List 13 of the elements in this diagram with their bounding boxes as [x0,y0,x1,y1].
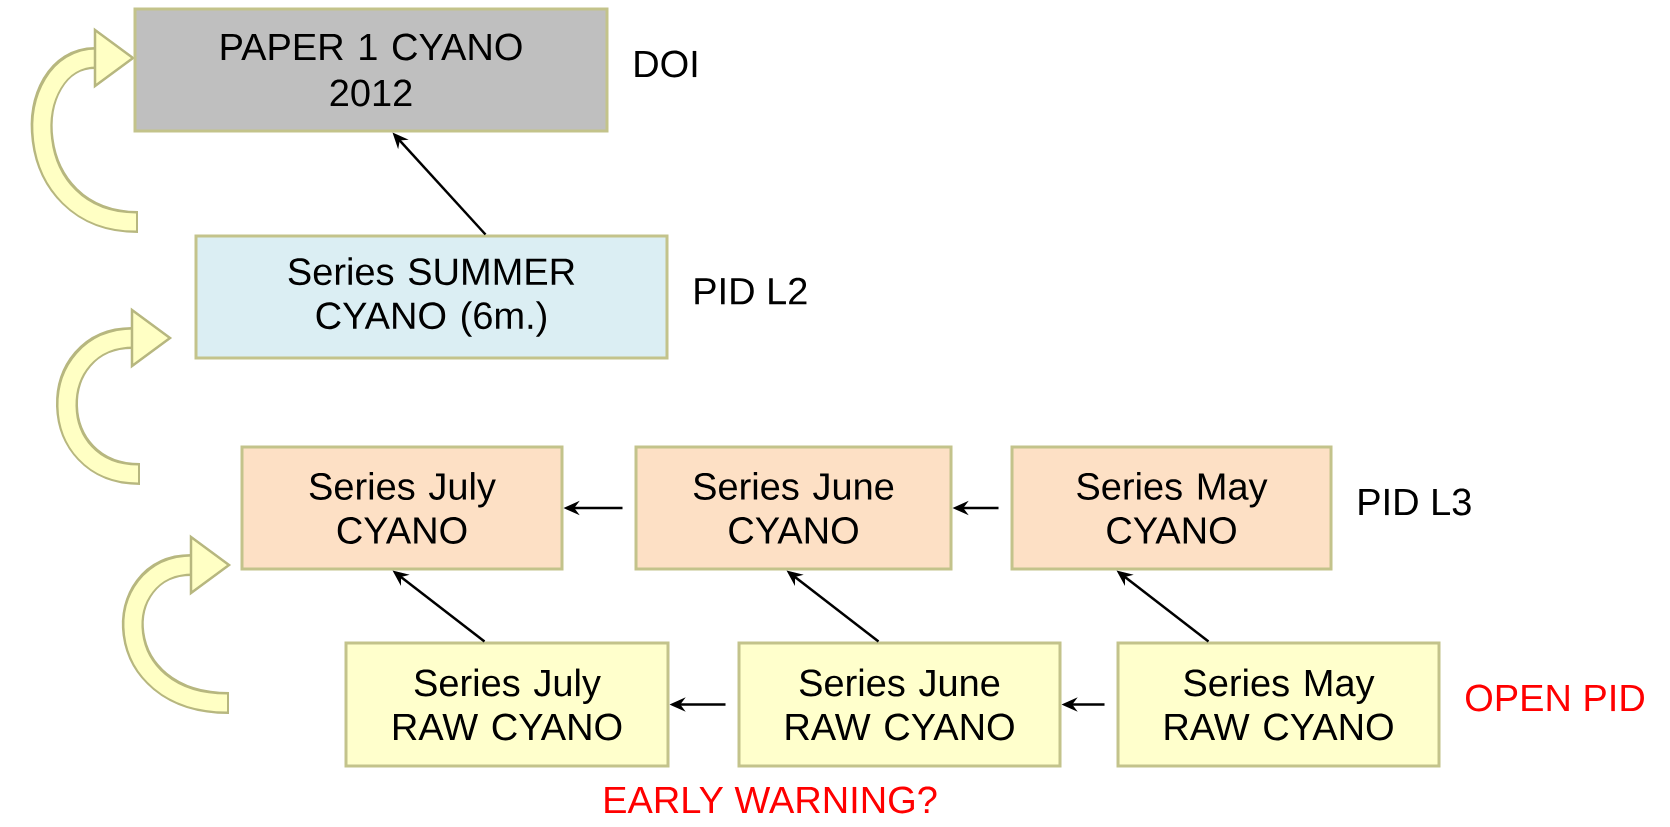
process-box: Series SUMMER CYANO (6m.) [194,234,669,360]
process-box: Series June CYANO [634,445,953,571]
side-label: PID L2 [695,277,807,305]
process-box: Series June RAW CYANO [737,641,1062,768]
process-box: PAPER 1 CYANO 2012 [133,7,609,133]
process-box: Series May RAW CYANO [1116,641,1441,768]
side-label: PID L3 [1359,488,1471,516]
side-label: OPEN PID [1466,684,1644,712]
process-box: Series May CYANO [1010,445,1333,571]
process-box: Series July RAW CYANO [344,641,670,768]
process-box: Series July CYANO [240,445,564,571]
warning-label: EARLY WARNING? [605,786,937,814]
side-label: DOI [635,50,697,78]
